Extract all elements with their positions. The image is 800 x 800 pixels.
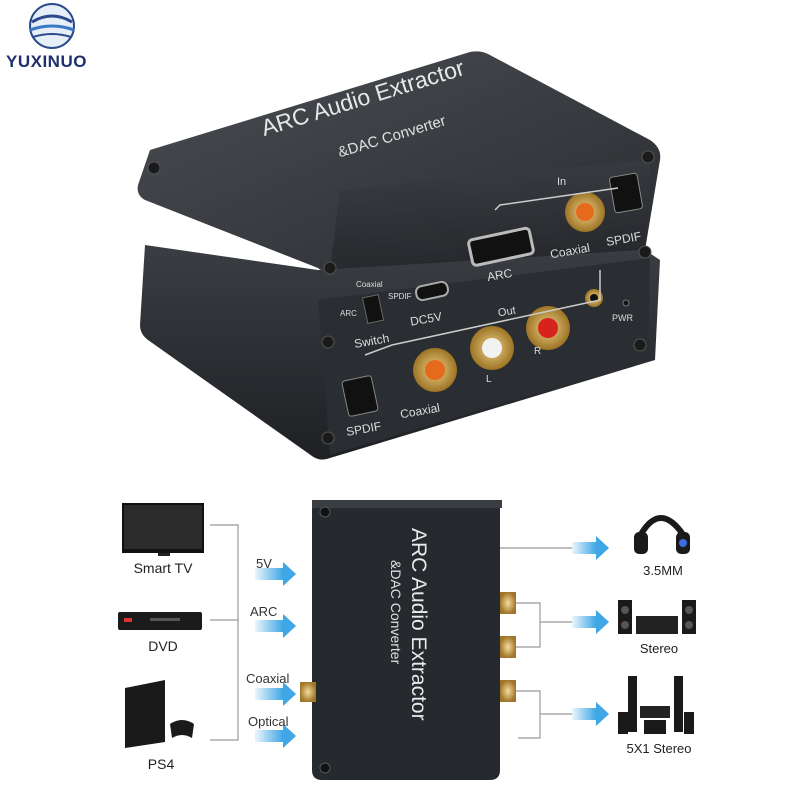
brand-name: YUXINUO xyxy=(6,52,87,71)
diagram-device-subtitle: &DAC Converter xyxy=(388,560,404,665)
screw-icon xyxy=(638,245,652,259)
input-label-5v: 5V xyxy=(256,556,272,571)
source-label-smart-tv: Smart TV xyxy=(133,560,193,576)
coaxial-switch-label: Coaxial xyxy=(356,280,383,289)
spdif-out-port xyxy=(341,375,379,417)
tv-icon xyxy=(122,503,204,556)
device-photo xyxy=(137,51,661,460)
screw-icon xyxy=(633,338,647,352)
diagram-device-body xyxy=(312,500,500,780)
power-led xyxy=(622,299,630,307)
stereo-speakers-icon xyxy=(618,600,696,634)
diagram-device-title: ARC Audio Extractor xyxy=(407,528,430,721)
screw-icon xyxy=(641,150,655,164)
logo-globe-icon xyxy=(29,3,75,49)
in-label: In xyxy=(557,176,567,188)
screw-icon xyxy=(147,161,161,175)
brand-logo: YUXINUO xyxy=(0,0,110,80)
l-label: L xyxy=(486,374,492,385)
headphones-icon xyxy=(634,515,690,554)
dc5v-port xyxy=(415,280,449,302)
input-label-coaxial: Coaxial xyxy=(246,671,290,686)
pwr-label: PWR xyxy=(612,313,633,323)
dvd-player-icon xyxy=(118,612,202,630)
r-label: R xyxy=(534,346,542,357)
screw-icon xyxy=(321,431,335,445)
source-label-dvd: DVD xyxy=(148,638,178,654)
source-label-ps4: PS4 xyxy=(147,756,175,772)
input-label-optical: Optical xyxy=(248,714,289,729)
device-upper-face xyxy=(330,160,650,270)
screw-icon xyxy=(323,261,337,275)
spdif-in-port xyxy=(609,172,643,214)
output-label-5x1-stereo: 5X1 Stereo xyxy=(626,741,692,756)
output-label-stereo: Stereo xyxy=(639,641,679,656)
surround-speakers-icon xyxy=(618,676,694,734)
spdif-switch-label: SPDIF xyxy=(388,292,412,301)
mode-switch xyxy=(361,294,385,324)
connection-diagram xyxy=(118,500,696,780)
arc-switch-label: ARC xyxy=(340,309,357,318)
screw-icon xyxy=(321,335,335,349)
output-label-3-5mm: 3.5MM xyxy=(643,563,683,578)
hdmi-arc-port xyxy=(467,226,535,267)
console-icon xyxy=(125,680,194,748)
input-label-arc: ARC xyxy=(250,604,278,619)
